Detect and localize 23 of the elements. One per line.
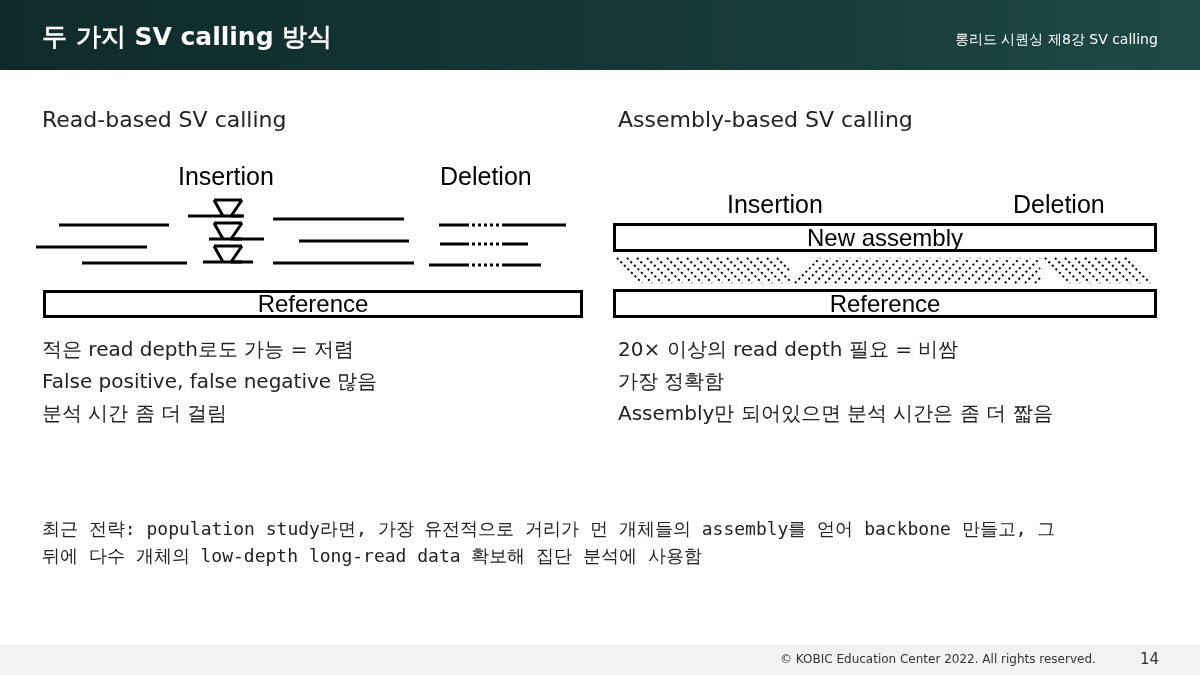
section-heading: Read-based SV calling	[42, 107, 287, 132]
bullet-text: 가장 정확함	[618, 368, 725, 395]
variant-label: Insertion	[178, 162, 274, 191]
page-number: 14	[1140, 650, 1160, 668]
bar-label: Reference	[829, 291, 941, 316]
slide-title: 두 가지 SV calling 방식	[42, 21, 333, 53]
section-heading: Assembly-based SV calling	[618, 107, 913, 132]
bullet-text: 적은 read depth로도 가능 = 저렴	[42, 336, 354, 363]
variant-label: Insertion	[727, 190, 823, 219]
sequence-bar	[43, 290, 583, 318]
copyright-notice: © KOBIC Education Center 2022. All rights reserved.	[780, 652, 1096, 666]
sequence-bar	[613, 223, 1157, 252]
bullet-text: 분석 시간 좀 더 걸림	[42, 400, 228, 427]
bullet-text: False positive, false negative 많음	[42, 368, 378, 395]
strategy-note: 최근 전략: population study라면, 가장 유전적으로 거리가 먼 개체들의 assembly를 얻어 backbone 만들고, 그 뒤에 다수 개체의 low-depth long-read data 확보해 집단 분석에 사용함	[42, 517, 1057, 568]
bullet-text: 20× 이상의 read depth 필요 = 비쌈	[618, 336, 959, 363]
variant-label: Deletion	[1013, 190, 1105, 219]
bar-label: New assembly	[806, 225, 963, 250]
bullet-text: Assembly만 되어있으면 분석 시간은 좀 더 짧음	[618, 400, 1053, 427]
bar-label: Reference	[257, 292, 369, 316]
sequence-bar	[613, 289, 1157, 318]
lecture-subtitle: 롱리드 시퀀싱 제8강 SV calling	[955, 31, 1158, 49]
variant-label: Deletion	[440, 162, 532, 191]
